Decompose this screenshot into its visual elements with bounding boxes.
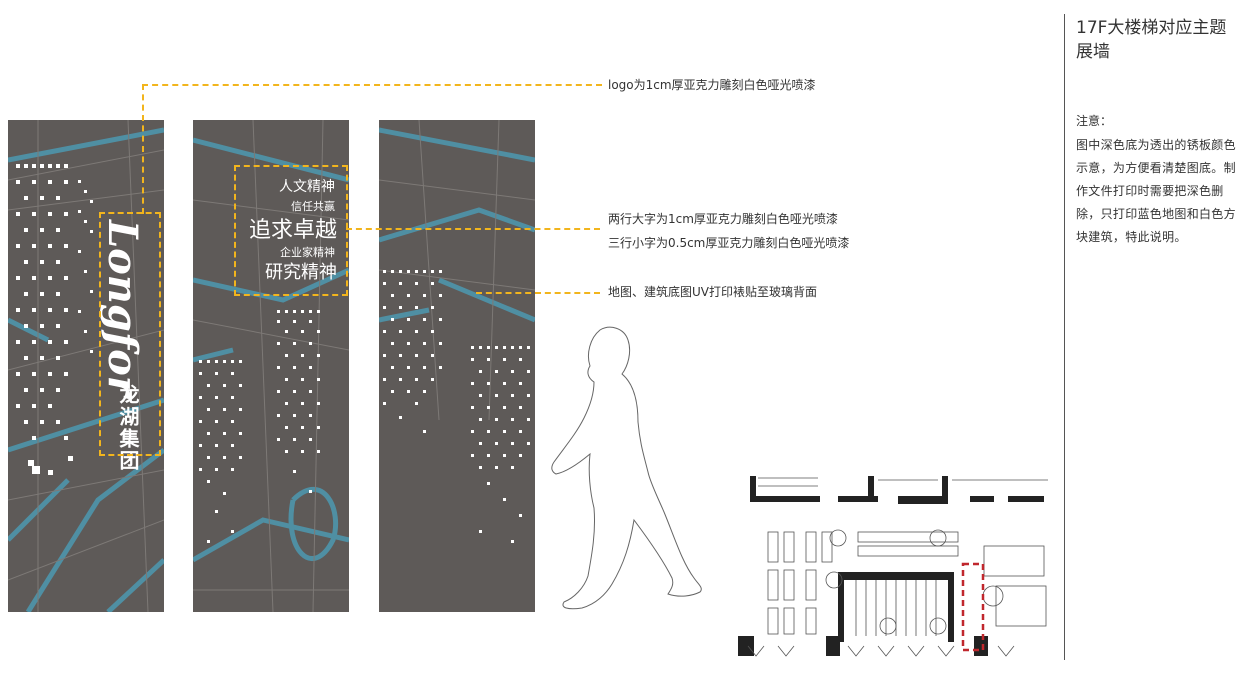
wall-panel-3 [379,120,535,612]
wall-panel-1: Longfor 龙湖集团 [8,120,164,612]
person-silhouette [551,326,702,610]
slogan-line-2: 信任共赢 [291,200,335,213]
sidebar-note-heading: 注意： [1076,114,1113,128]
map-building-graphic [8,120,164,612]
sidebar-divider [1064,14,1065,660]
map-leader-line [476,292,600,294]
longfor-logo-cn: 龙湖集团 [116,384,140,472]
logo-highlight-box [99,212,161,456]
slogan-line-1: 人文精神 [279,179,335,195]
slogan-line-5: 研究精神 [265,262,337,283]
slogan-line-3: 追求卓越 [248,218,337,243]
wall-panel-2: 人文精神 信任共赢 追求卓越 企业家精神 研究精神 [193,120,349,612]
map-annotation: 地图、建筑底图UV打印裱贴至玻璃背面 [608,285,817,299]
slogan-line-4: 企业家精神 [280,246,335,259]
logo-leader-horizontal [142,84,602,86]
logo-annotation: logo为1cm厚亚克力雕刻白色哑光喷漆 [608,78,816,92]
slogan-highlight-box [234,165,348,296]
sidebar-note-body: 图中深色底为透出的锈板颜色示意，为方便看清楚图底。制作文件打印时需要把深色删除，… [1076,138,1236,244]
small-text-annotation: 三行小字为0.5cm厚亚克力雕刻白色哑光喷漆 [608,236,850,250]
map-building-graphic [193,120,349,612]
logo-leader-vertical [142,84,144,214]
sidebar-title: 17F大楼梯对应主题展墙 [1076,18,1227,62]
map-building-graphic [379,120,535,543]
location-marker [961,562,985,652]
floor-plan-diagram [738,476,1050,660]
slogan-leader-line [346,228,600,230]
large-text-annotation: 两行大字为1cm厚亚克力雕刻白色哑光喷漆 [608,212,838,226]
